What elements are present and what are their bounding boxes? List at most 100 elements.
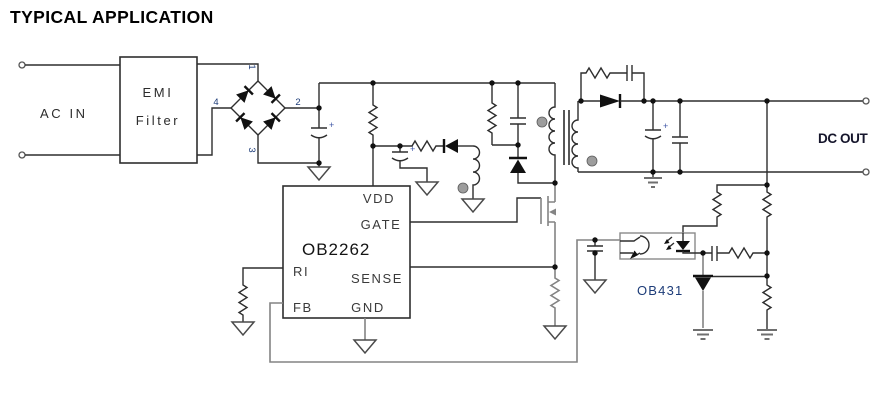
bridge-diode-bar: [243, 85, 254, 96]
ac-in-label: AC IN: [40, 106, 88, 121]
ac-terminal-bottom: [18, 151, 26, 159]
primary-ground-symbol: [460, 198, 486, 214]
optocoupler: [582, 232, 703, 295]
opto-capacitor: [587, 240, 603, 280]
emi-filter-box: [119, 56, 198, 164]
primary-ground-symbol: [414, 181, 440, 197]
ob431-label: OB431: [637, 283, 683, 298]
ri-resistor: [237, 267, 283, 322]
emi-label-line1: EMI: [143, 85, 174, 100]
clamp-capacitor: [492, 83, 526, 158]
bridge-pin3-label: 3: [246, 147, 257, 152]
chip-name-label: OB2262: [302, 240, 370, 259]
clamp-diode-icon: [510, 159, 526, 173]
output-filter: +: [578, 101, 866, 188]
mosfet-leads: [548, 183, 556, 267]
sense-resistor-network: [542, 267, 568, 341]
secondary-earth-ground-symbol: [693, 329, 713, 340]
bridge-diode-bar: [270, 112, 281, 123]
emi-filter: EMI Filter: [119, 56, 198, 164]
ac-input-wires: [25, 64, 120, 156]
power-mosfet: [540, 183, 556, 267]
dc-out-label: DC OUT: [818, 131, 868, 146]
winding-polarity-dot: [586, 155, 598, 167]
transformer-core: [563, 110, 570, 165]
divider-lower-resistor: [761, 276, 773, 330]
bridge-diode-icon: [240, 117, 253, 130]
ob431-shunt-regulator: OB431: [637, 246, 767, 340]
output-snubber: [580, 65, 645, 101]
vdd-node-wires: [372, 145, 400, 186]
gate-wire: [410, 197, 541, 223]
primary-ground-symbol: [230, 321, 256, 337]
plus-sign: +: [410, 144, 415, 154]
primary-coil: [548, 83, 556, 183]
plus-sign: +: [329, 120, 334, 130]
vdd-supply-network: +: [367, 83, 473, 197]
transformer: [536, 83, 598, 183]
bridge-wires: [197, 63, 320, 164]
mosfet-arrow-icon: [549, 208, 556, 216]
aux-winding: [457, 145, 486, 214]
pin-ri-label: RI: [293, 264, 309, 279]
output-rectifier: [580, 65, 866, 108]
primary-ground-symbol: [542, 325, 568, 341]
dc-terminal-bottom: [862, 168, 870, 176]
bridge-diode-bar: [270, 93, 281, 104]
pin-gate-label: GATE: [361, 217, 402, 232]
bridge-diode-icon: [263, 86, 276, 99]
primary-ground-symbol: [582, 279, 608, 295]
bridge-pin1-label: 1: [246, 64, 257, 69]
sense-resistor: [549, 267, 561, 326]
phototransistor-icon: [620, 235, 650, 258]
fb-feedback-wire: [269, 239, 620, 363]
pin-fb-label: FB: [293, 300, 313, 315]
ob2262-ic: VDD GATE OB2262 RI SENSE FB GND: [230, 185, 620, 363]
bridge-diode-icon: [263, 117, 276, 130]
aux-coil: [472, 145, 481, 199]
output-elco: [644, 101, 662, 172]
aux-resistor: [400, 139, 443, 153]
opto-led-icon: [676, 241, 690, 250]
vdd-capacitor: [391, 146, 428, 182]
bridge-rectifier: 4 2 1 3: [197, 63, 320, 164]
output-diode-icon: [600, 94, 620, 108]
dc-output: DC OUT: [818, 97, 870, 176]
page-title: TYPICAL APPLICATION: [10, 7, 214, 27]
light-arrow-head: [664, 239, 670, 244]
light-arrow-head: [666, 245, 672, 250]
junction-dots: [316, 80, 770, 279]
ob2262-box: [282, 185, 411, 319]
plus-sign: +: [663, 121, 668, 131]
output-capacitor: [672, 101, 688, 172]
primary-ground-symbol: [352, 339, 378, 355]
winding-polarity-dot: [536, 116, 548, 128]
bridge-diamond: [230, 80, 286, 136]
ac-input: AC IN: [18, 61, 120, 159]
bulk-capacitor: +: [306, 108, 334, 182]
phototransistor-emitter-arrow: [630, 250, 638, 259]
pin-vdd-label: VDD: [363, 191, 395, 206]
aux-diode-icon: [445, 139, 458, 153]
primary-ground-symbol: [306, 166, 332, 182]
secondary-coil: [571, 101, 579, 172]
startup-resistor: [367, 83, 379, 146]
clamp-wire: [517, 173, 555, 184]
compensation-network: [703, 246, 767, 261]
bridge-diode-bar: [235, 112, 246, 123]
secondary-earth-ground-symbol: [644, 172, 662, 188]
led-bias-resistor: [682, 184, 767, 233]
bridge-diode-icon: [236, 90, 249, 103]
bridge-pin2-label: 2: [295, 97, 300, 108]
shunt-regulator-icon: [695, 277, 711, 291]
pin-sense-label: SENSE: [351, 271, 403, 286]
clamp-resistor: [486, 83, 498, 145]
emi-label-line2: Filter: [136, 113, 181, 128]
secondary-earth-ground-symbol: [757, 329, 777, 340]
bridge-pin4-label: 4: [213, 97, 218, 108]
winding-polarity-dot: [457, 182, 469, 194]
bulk-cap-symbol: [310, 108, 328, 167]
ac-terminal-top: [18, 61, 26, 69]
